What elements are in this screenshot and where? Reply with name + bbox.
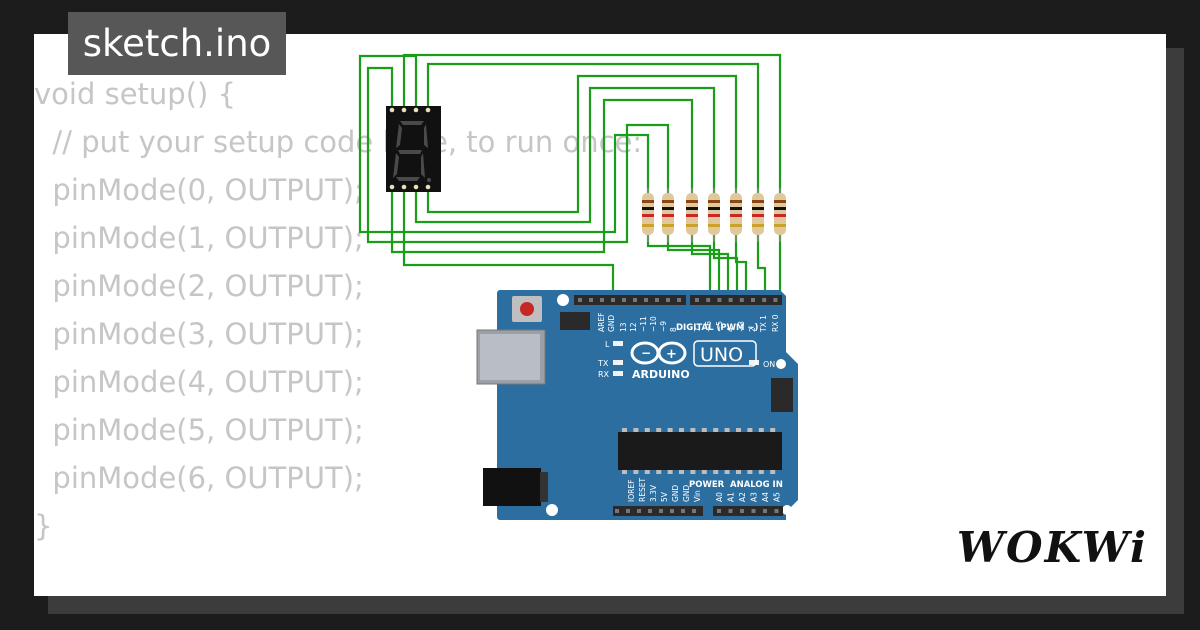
seven-segment-display[interactable] [386,106,441,192]
pin-label: AREF [597,313,606,332]
code-line: void setup() { [34,77,236,111]
resistor[interactable] [774,188,786,242]
pin-label: ~5 [715,321,724,332]
pin-label: 5V [660,491,669,502]
resistor[interactable] [642,188,654,242]
wire[interactable] [646,235,712,297]
pin-label: A0 [715,492,724,502]
pin-label: 7 [693,327,702,332]
pin-label: 2 [748,327,757,332]
pin-label: IOREF [627,480,636,502]
board-brand: ARDUINO [632,368,690,381]
code-line: pinMode(5, OUTPUT); [34,413,364,447]
led-on [749,360,759,365]
pin-label: ~6 [704,321,713,332]
wire[interactable] [414,86,716,224]
pin-label: A3 [750,492,759,502]
code-line: } [34,509,53,543]
wire[interactable] [402,53,782,200]
pin-label: A4 [761,492,770,502]
led-label-tx: TX [597,359,609,368]
pin-label: 12 [629,322,638,332]
wire[interactable] [756,235,767,297]
wire[interactable] [402,188,615,297]
resistor[interactable] [686,188,698,242]
pin-label: RESET [638,478,647,502]
digital-header [574,295,782,305]
pin-label: 3.3V [649,484,658,502]
usb-port-inner [480,334,540,380]
power-header-label: POWER [689,480,725,490]
pin-label: 8 [669,327,678,332]
mount-hole [557,294,569,306]
mount-hole [776,359,786,369]
wires [358,53,782,297]
code-line: pinMode(0, OUTPUT); [34,173,364,207]
logo-minus: − [641,346,651,360]
icsp-header-right [771,378,793,412]
pin-label: ~11 [639,316,648,332]
code-line: pinMode(1, OUTPUT); [34,221,364,255]
logo-plus: + [666,347,677,362]
resistor[interactable] [730,188,742,242]
pin-label: RX 0 [771,314,780,332]
led-rx [613,371,623,376]
code-line: pinMode(4, OUTPUT); [34,365,364,399]
pin-label: 4 [726,327,735,332]
code-editor[interactable]: void setup() { // put your setup code he… [34,70,642,550]
led-label-on: ON [763,360,775,369]
wire[interactable] [390,98,694,254]
pin-label: GND [682,485,691,502]
resistor-group [642,188,786,242]
wire[interactable] [666,235,721,297]
code-line: pinMode(3, OUTPUT); [34,317,364,351]
icsp-header [560,312,590,330]
mount-hole [546,504,558,516]
digital-header-label: DIGITAL (PWM ~) [676,323,758,333]
microcontroller-chip [618,432,782,470]
pin-label: ~3 [737,321,746,332]
wire[interactable] [366,66,670,244]
pin-label: A2 [738,492,747,502]
uno-badge [693,340,757,367]
board-model: UNO [700,344,743,366]
code-line: pinMode(6, OUTPUT); [34,461,364,495]
reset-button-cap[interactable] [520,302,534,316]
wire[interactable] [712,235,739,297]
pin-label: 13 [619,322,628,332]
pin-label: A1 [727,492,736,502]
pin-label: A5 [773,492,782,502]
pin-label: ~9 [659,321,668,332]
wire[interactable] [690,235,730,297]
file-tab[interactable]: sketch.ino [68,12,286,75]
power-analog-header [613,506,783,516]
wire[interactable] [426,74,738,214]
resistor[interactable] [662,188,674,242]
wokwi-logo[interactable]: WOKWi [956,523,1148,572]
led-l [613,341,623,346]
power-jack [483,468,541,506]
pin-label: GND [671,485,680,502]
analog-header-label: ANALOG IN [730,480,783,490]
pin-label: TX 1 [759,315,768,333]
led-label-rx: RX [598,370,610,379]
code-line: pinMode(2, OUTPUT); [34,269,364,303]
pin-label: GND [607,315,616,332]
pin-label: ~10 [649,316,658,332]
resistor[interactable] [752,188,764,242]
mount-hole [782,505,792,515]
led-tx [613,360,623,365]
arduino-infinity-icon [630,341,687,365]
wire[interactable] [734,235,748,297]
pin-label: Vin [693,490,702,502]
resistor[interactable] [708,188,720,242]
wire[interactable] [358,54,650,234]
led-label-l: L [605,340,610,349]
power-jack-tip [540,472,548,502]
wire[interactable] [426,62,760,200]
